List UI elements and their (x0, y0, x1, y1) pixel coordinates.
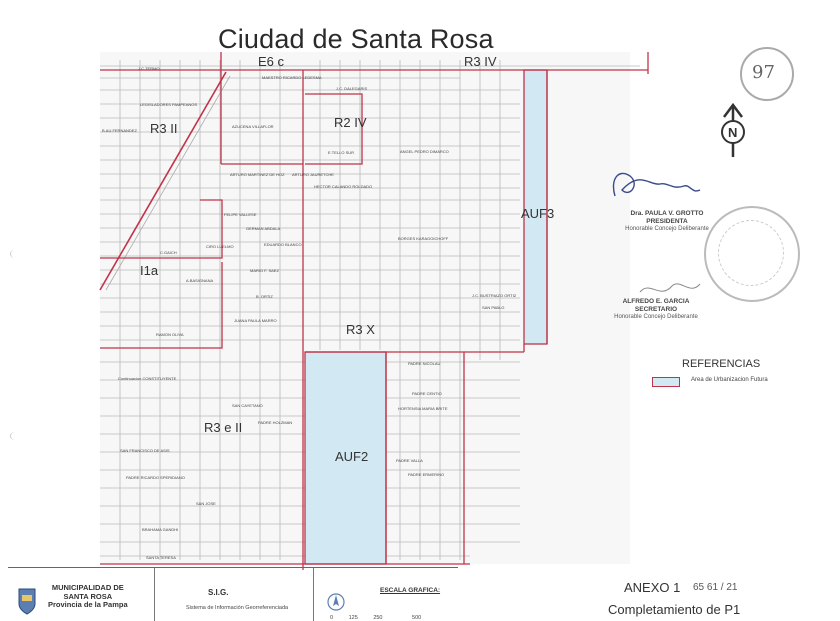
folio-stamp (740, 47, 794, 101)
zone-e6c: E6 c (258, 54, 285, 69)
auf-legend-label: Area de Urbanizacion Futura (691, 377, 768, 383)
scale-value: 125 (348, 615, 358, 621)
north-arrow-icon: N (721, 102, 745, 157)
municipality-logo-icon (18, 588, 36, 615)
sig-title: S.I.G. (208, 588, 229, 597)
secretary-signature-block: ALFREDO E. GARCIA SECRETARIO Honorable C… (596, 298, 716, 321)
street-label: RAMON OLIVA (156, 332, 184, 337)
street-label: GERMAN ABDALA (246, 226, 281, 231)
street-label: PADRE VALLA (396, 458, 423, 463)
scale-value: 0 (330, 615, 334, 621)
punch-hole (10, 250, 19, 258)
street-label: ARTURO JAURETCHE (292, 172, 334, 177)
street-label: BRAHAMA GANDHI (142, 527, 178, 532)
zone-auf2: AUF2 (335, 449, 368, 464)
municipality-name: MUNICIPALIDAD DE SANTA ROSA Provincia de… (48, 583, 128, 610)
signature-president (612, 172, 701, 197)
street-label: J.C.TERMO (138, 66, 160, 71)
anexo-number: 65 61 / 21 (693, 582, 738, 593)
president-signature-block: Dra. PAULA V. GROTTO PRESIDENTA Honorabl… (612, 210, 722, 233)
zone-boundaries (100, 52, 649, 570)
scale-title: ESCALA GRAFICA: (380, 587, 441, 594)
street-label: ARTURO MARTINEZ DE HOZ (230, 172, 285, 177)
president-name: Dra. PAULA V. GROTTO (630, 210, 704, 217)
street-label: JUANA PAULA MARRO (234, 318, 277, 323)
references-title: REFERENCIAS (682, 358, 761, 370)
president-org: Honorable Concejo Deliberante (625, 226, 709, 232)
muni-line2: SANTA ROSA (63, 591, 113, 601)
punch-hole (10, 432, 19, 440)
scale-values: 0 125 250 500 (330, 615, 435, 621)
secretary-name: ALFREDO E. GARCIA (622, 298, 690, 305)
president-role: PRESIDENTA (646, 218, 688, 225)
street-label: C.GAICH (160, 250, 177, 255)
diagonal-avenue (99, 71, 227, 291)
anexo-subtitle: Completamiento de P1 (608, 602, 741, 617)
street-label: AZUCENA VILLAFLOR (232, 124, 274, 129)
street-label: SAN FRANCISCO DE ASIS (120, 448, 170, 453)
street-label: Continuacion CONSTITUYENTE (118, 376, 177, 381)
auf2-area (304, 351, 387, 565)
street-label: B.AU.FERNANDEZ (102, 128, 137, 133)
street-label: MAESTRO RICARDO LEDESMA (262, 75, 322, 80)
street-label: PADRE HOLZMAN (258, 420, 292, 425)
street-label: J.C. DALEGARIS (336, 86, 367, 91)
anexo-label: ANEXO 1 (624, 580, 681, 595)
street-label: EDUARDO BLANCO (264, 242, 302, 247)
street-label: SANTA TERESA (146, 555, 176, 560)
footer-box: MUNICIPALIDAD DE SANTA ROSA Provincia de… (8, 567, 458, 621)
zone-r3ii: R3 II (150, 121, 177, 136)
street-label: FELIPE VALLESE (224, 212, 257, 217)
street-label: E.TELLO SUR (328, 150, 354, 155)
scale-value: 250 (373, 615, 383, 621)
sig-subtitle: Sistema de Información Georreferenciada (186, 605, 289, 611)
folio-number: 97 (752, 62, 775, 83)
auf-legend-swatch (652, 377, 680, 387)
zone-r3x: R3 X (346, 322, 375, 337)
map-title: Ciudad de Santa Rosa (218, 24, 494, 54)
scale-value: 500 (412, 615, 422, 621)
street-label: A.BASIGNANA (186, 278, 213, 283)
zone-r3iv: R3 IV (464, 54, 497, 69)
zone-auf3: AUF3 (521, 206, 554, 221)
scale-compass-icon (327, 593, 345, 611)
muni-line3: Provincia de la Pampa (48, 600, 128, 609)
street-label: J.C. BUSTRIAZO ORTIZ (472, 293, 517, 298)
zone-r2iv: R2 IV (334, 115, 367, 130)
muni-line1: MUNICIPALIDAD DE (51, 583, 124, 592)
street-label: PADRE CENTIO (412, 391, 442, 396)
street-label: CIRO LUELMO (206, 244, 234, 249)
street-label: PADRE ERMERINO (408, 472, 444, 477)
signature-secretary (639, 283, 701, 293)
street-label: PADRE RICARDO SPERIDIANO (126, 475, 185, 480)
footer-divider (154, 568, 155, 621)
council-seal-inner (718, 220, 784, 286)
zone-i1a: I1a (140, 263, 159, 278)
street-label: SAN JOSE (196, 501, 216, 506)
street-label: MARIO F. SAEZ (250, 268, 279, 273)
secretary-role: SECRETARIO (634, 306, 678, 313)
street-label: LEGISLADORES PAMPEANOS (140, 102, 197, 107)
street-label: HECTOR CALANDO ROLDADO (314, 184, 372, 189)
street-grid (100, 60, 640, 560)
secretary-org: Honorable Concejo Deliberante (614, 314, 698, 320)
street-label: BORGES KARAGOICHOFF (398, 236, 449, 241)
street-label: ANGEL PEDRO DIMARCO (400, 149, 449, 154)
svg-text:N: N (728, 125, 737, 140)
council-seal (704, 206, 800, 302)
zone-r3eii: R3 e II (204, 420, 242, 435)
street-label: B. ORTIZ (256, 294, 273, 299)
street-label: SAN CAYETANO (232, 403, 263, 408)
footer-divider (313, 568, 314, 621)
street-label: SAN PABLO (482, 305, 504, 310)
street-label: PADRE NICOLAU (408, 361, 440, 366)
street-label: HORTENSIA MARIA BRITE (398, 406, 448, 411)
